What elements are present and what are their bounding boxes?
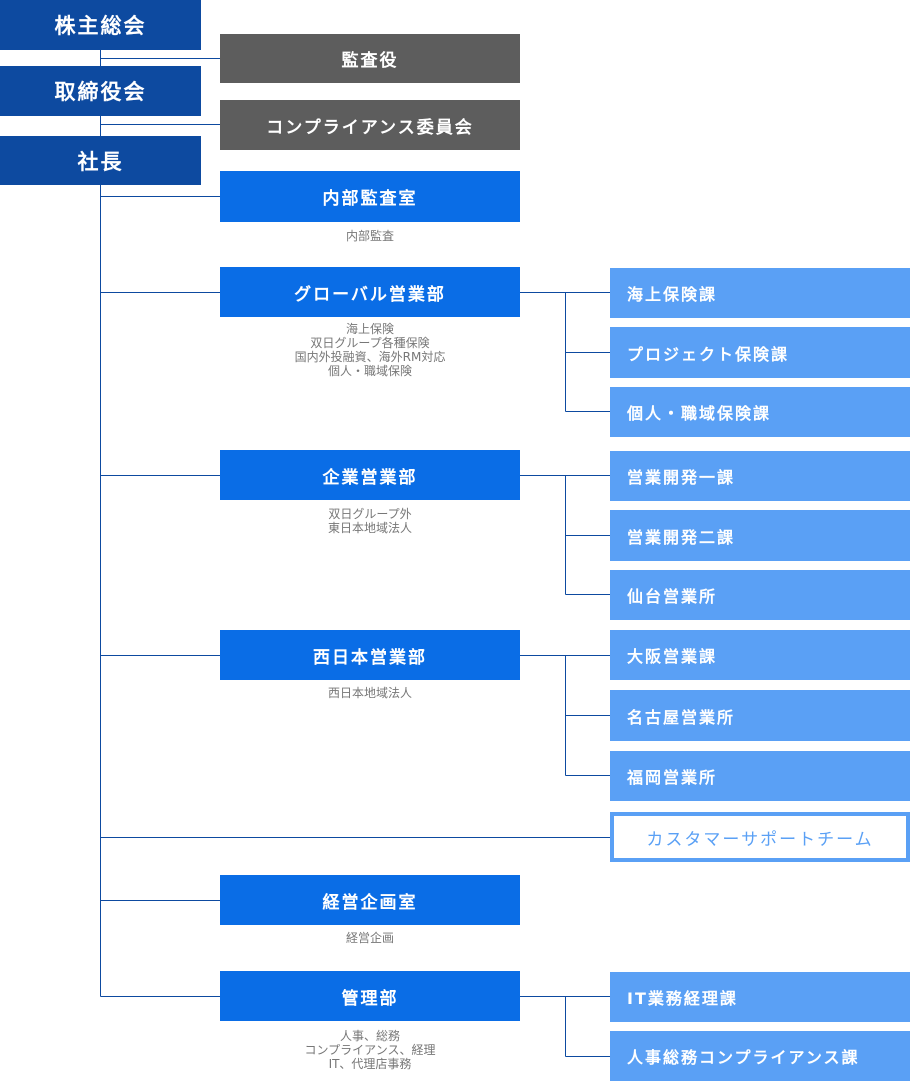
auditor-box: 監査役: [220, 34, 520, 83]
sales-development-1-section: 営業開発一課: [610, 451, 910, 501]
desc-line: 経営企画: [345, 931, 394, 945]
desc-line: 東日本地域法人: [327, 521, 412, 535]
global-sales-dept: グローバル営業部: [220, 267, 520, 317]
nagoya-office-section: 名古屋営業所: [610, 690, 910, 741]
marine-insurance-section: 海上保険課: [610, 268, 910, 318]
customer-support-team: カスタマーサポートチーム: [610, 812, 910, 862]
administration-desc: 人事、総務 コンプライアンス、経理 IT、代理店事務: [220, 1029, 520, 1071]
desc-line: 海上保険: [345, 322, 394, 336]
desc-line: 国内外投融資、海外RM対応: [294, 350, 446, 364]
internal-audit-desc: 内部監査: [220, 229, 520, 243]
desc-line: IT、代理店事務: [328, 1057, 412, 1071]
administration-dept: 管理部: [220, 971, 520, 1021]
shareholders-meeting-box: 株主総会: [0, 0, 201, 50]
corporate-sales-desc: 双日グループ外 東日本地域法人: [220, 507, 520, 535]
fukuoka-office-section: 福岡営業所: [610, 751, 910, 801]
desc-line: 双日グループ各種保険: [310, 336, 430, 350]
desc-line: 人事、総務: [339, 1029, 400, 1043]
internal-audit-dept: 内部監査室: [220, 171, 520, 222]
desc-line: 内部監査: [345, 229, 394, 243]
osaka-sales-section: 大阪営業課: [610, 630, 910, 680]
personal-workplace-insurance-section: 個人・職域保険課: [610, 387, 910, 437]
desc-line: 双日グループ外: [328, 507, 412, 521]
west-japan-sales-dept: 西日本営業部: [220, 630, 520, 680]
global-sales-desc: 海上保険 双日グループ各種保険 国内外投融資、海外RM対応 個人・職域保険: [220, 322, 520, 378]
corporate-planning-desc: 経営企画: [220, 931, 520, 945]
desc-line: 個人・職域保険: [327, 364, 412, 378]
compliance-committee-box: コンプライアンス委員会: [220, 100, 520, 150]
desc-line: コンプライアンス、経理: [304, 1043, 436, 1057]
president-box: 社長: [0, 136, 201, 185]
it-operations-accounting-section: IT業務経理課: [610, 972, 910, 1022]
hr-general-affairs-compliance-section: 人事総務コンプライアンス課: [610, 1031, 910, 1081]
sendai-office-section: 仙台営業所: [610, 570, 910, 620]
sales-development-2-section: 営業開発二課: [610, 510, 910, 561]
board-of-directors-box: 取締役会: [0, 66, 201, 116]
west-japan-sales-desc: 西日本地域法人: [220, 686, 520, 700]
corporate-planning-dept: 経営企画室: [220, 875, 520, 925]
desc-line: 西日本地域法人: [327, 686, 412, 700]
project-insurance-section: プロジェクト保険課: [610, 327, 910, 378]
corporate-sales-dept: 企業営業部: [220, 450, 520, 500]
